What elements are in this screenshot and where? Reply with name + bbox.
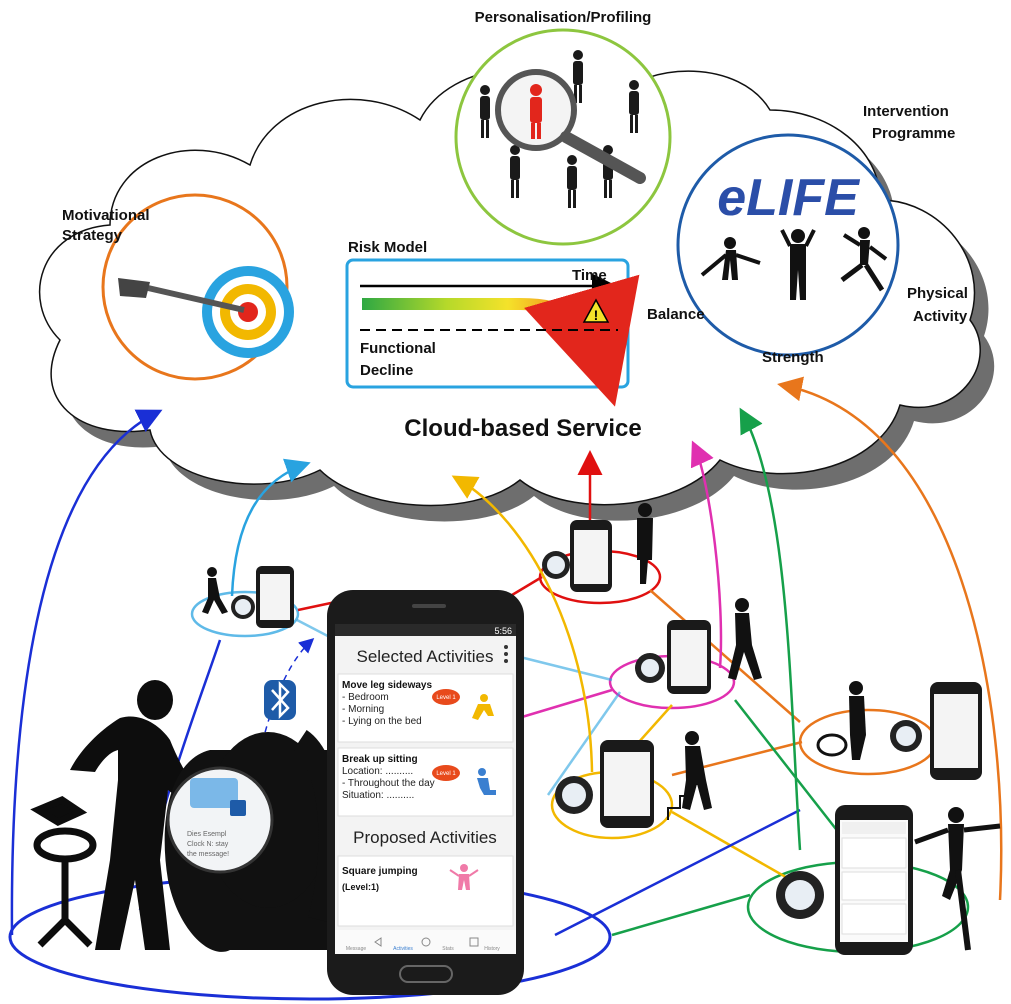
- personalisation-label: Personalisation/Profiling: [475, 9, 652, 26]
- back-icon[interactable]: [374, 937, 382, 947]
- node-red-devices: [542, 503, 653, 592]
- activity-card-3[interactable]: Square jumping (Level:1): [337, 855, 514, 927]
- node-magenta-devices: [635, 598, 762, 694]
- overflow-menu-icon[interactable]: [504, 645, 508, 663]
- card1-badge: Level 1: [436, 695, 456, 701]
- activity-card-2[interactable]: Break up sitting Location: .......... - …: [337, 747, 514, 817]
- balance-label: Balance: [647, 306, 705, 323]
- card3-title: Square jumping: [342, 866, 418, 877]
- magnifier-icon: [495, 69, 646, 184]
- svg-text:!: !: [594, 307, 599, 323]
- phone-status-bar: [335, 624, 516, 636]
- proposed-activities-title: Proposed Activities: [353, 828, 497, 847]
- vacuum-person-icon: [816, 681, 866, 760]
- card2-line-3: Situation: ..........: [342, 790, 414, 801]
- motivational-label-1: Motivational: [62, 207, 150, 224]
- card2-line-1: Location: ..........: [342, 766, 413, 777]
- nav-stats[interactable]: Stats: [442, 946, 454, 952]
- physical-label-1: Physical: [907, 285, 968, 302]
- watch-app-logo: [190, 778, 238, 808]
- climbing-person-icon: [682, 731, 712, 810]
- risk-model-label: Risk Model: [348, 239, 427, 256]
- node-yellow-devices: [555, 731, 712, 828]
- smartwatch: Dies Esempl Clock N: stay the message!: [164, 730, 343, 952]
- intervention-circle: eLIFE: [676, 133, 900, 357]
- card1-line-3: - Lying on the bed: [342, 716, 422, 727]
- activity-card-1[interactable]: Move leg sideways - Bedroom - Morning - …: [337, 673, 514, 743]
- time-label: Time: [572, 267, 607, 284]
- recents-icon[interactable]: [469, 937, 479, 947]
- walking-person-icon: [728, 598, 762, 680]
- main-phone: 5:56 Selected Activities Move leg sidewa…: [327, 590, 524, 995]
- bluetooth-icon: [264, 680, 296, 720]
- node-orange-devices: [816, 681, 982, 780]
- bottom-nav: Message Activities Stats History: [335, 930, 516, 954]
- functional-label-1: Functional: [360, 340, 436, 357]
- card1-line-1: - Bedroom: [342, 692, 389, 703]
- intervention-label-1: Intervention: [863, 103, 949, 120]
- exercise-figures-icon: [700, 227, 888, 300]
- nav-activities[interactable]: Activities: [393, 946, 413, 952]
- walking-person-icon: [202, 567, 228, 614]
- target-icon: [202, 266, 294, 358]
- watch-text-2: Clock N: stay: [187, 841, 229, 848]
- risk-model-box: Time ! Functional Decline: [345, 258, 640, 407]
- profiling-circle: [454, 28, 672, 246]
- nav-message[interactable]: Message: [346, 946, 367, 952]
- selected-activities-title: Selected Activities: [356, 647, 493, 666]
- strength-label: Strength: [762, 349, 824, 366]
- home-nav-icon[interactable]: [421, 937, 431, 947]
- card1-title: Move leg sideways: [342, 680, 432, 691]
- motivational-circle: [101, 193, 294, 381]
- stool-icon: [30, 796, 97, 948]
- physical-label-2: Activity: [913, 308, 968, 325]
- level-badge: [432, 689, 460, 705]
- nav-history[interactable]: History: [484, 946, 500, 952]
- people-crowd-icon: [480, 50, 639, 208]
- dancing-person-icon: [914, 807, 1001, 951]
- standing-person-icon: [637, 503, 653, 584]
- elderly-person-icon: [70, 680, 210, 950]
- card3-level: (Level:1): [342, 882, 379, 892]
- dart-icon: [118, 278, 245, 313]
- warning-icon: !: [582, 298, 610, 323]
- motivational-label-2: Strategy: [62, 227, 123, 244]
- node-lightblue-devices: [202, 566, 294, 628]
- home-button[interactable]: [399, 965, 453, 983]
- node-green-devices: [776, 805, 1001, 955]
- card2-badge: Level 1: [436, 771, 456, 777]
- elife-logo: eLIFE: [717, 169, 860, 227]
- level-badge: [432, 765, 460, 781]
- node-ellipse-lightblue: [190, 590, 300, 638]
- status-time: 5:56: [494, 626, 512, 636]
- watch-text-1: Dies Esempl: [187, 831, 227, 838]
- decline-curve: [362, 274, 640, 407]
- jumping-exercise-icon: [449, 864, 479, 890]
- sitting-exercise-icon: [477, 768, 496, 795]
- watch-text-3: the message!: [187, 851, 229, 858]
- card2-title: Break up sitting: [342, 754, 418, 765]
- card2-line-2: - Throughout the day: [342, 778, 435, 789]
- cloud-service-title: Cloud-based Service: [404, 415, 641, 442]
- card1-line-2: - Morning: [342, 704, 384, 715]
- exercise-icon: [472, 694, 494, 720]
- intervention-label-2: Programme: [872, 125, 955, 142]
- functional-label-2: Decline: [360, 362, 413, 379]
